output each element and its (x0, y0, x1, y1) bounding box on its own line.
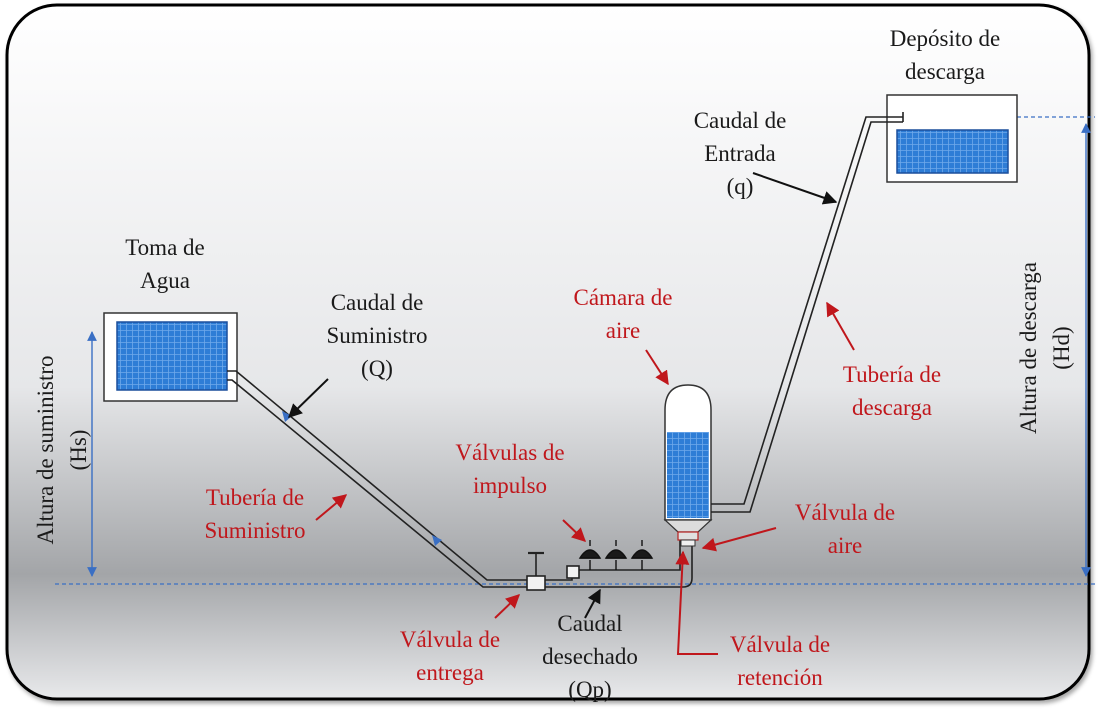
valvulas-impulso-arrow (562, 519, 587, 542)
label-toma-de-agua: Toma de Agua (125, 235, 205, 293)
discharge-tank (886, 94, 1018, 183)
delivery-pipe (711, 112, 904, 513)
label-caudal-desechado: Caudal desechado (Qp) (542, 611, 638, 702)
label-tuberia-suministro: Tubería de Suministro (204, 485, 306, 543)
label-camara-aire: Cámara de aire (573, 285, 673, 343)
ram-pipe (545, 528, 693, 588)
supply-tank (103, 312, 238, 402)
label-valvula-aire: Válvula de aire (794, 500, 896, 558)
valvula-entrega-arrow (494, 594, 521, 619)
label-altura-descarga: Altura de descarga (Hd) (1016, 262, 1074, 434)
label-altura-suministro: Altura de suministro (Hs) (33, 355, 91, 545)
label-deposito-descarga: Depósito de descarga (889, 26, 1001, 84)
label-caudal-entrada: Caudal de Entrada (q) (693, 108, 787, 199)
impulse-valves (578, 540, 654, 570)
tuberia-descarga-arrow (826, 301, 855, 351)
camara-aire-arrow (645, 349, 669, 386)
label-valvulas-impulso: Válvulas de impulso (455, 440, 565, 498)
air-chamber (663, 384, 713, 547)
valvula-retencion-arrow (675, 550, 718, 655)
delivery-valve (526, 551, 546, 591)
caudal-entrada-arrow (752, 172, 838, 205)
label-caudal-suministro: Caudal de Suministro (Q) (326, 290, 428, 381)
tuberia-suministro-arrow (315, 494, 348, 521)
supply-pipe (227, 370, 527, 588)
valvula-aire-arrow (701, 527, 777, 552)
label-tuberia-descarga: Tubería de descarga (842, 362, 942, 420)
caudal-suministro-arrow (287, 378, 329, 418)
label-valvula-retencion: Válvula de retención (729, 632, 831, 690)
label-valvula-entrega: Válvula de entrega (399, 627, 501, 685)
caudal-desechado-arrow (584, 588, 601, 619)
